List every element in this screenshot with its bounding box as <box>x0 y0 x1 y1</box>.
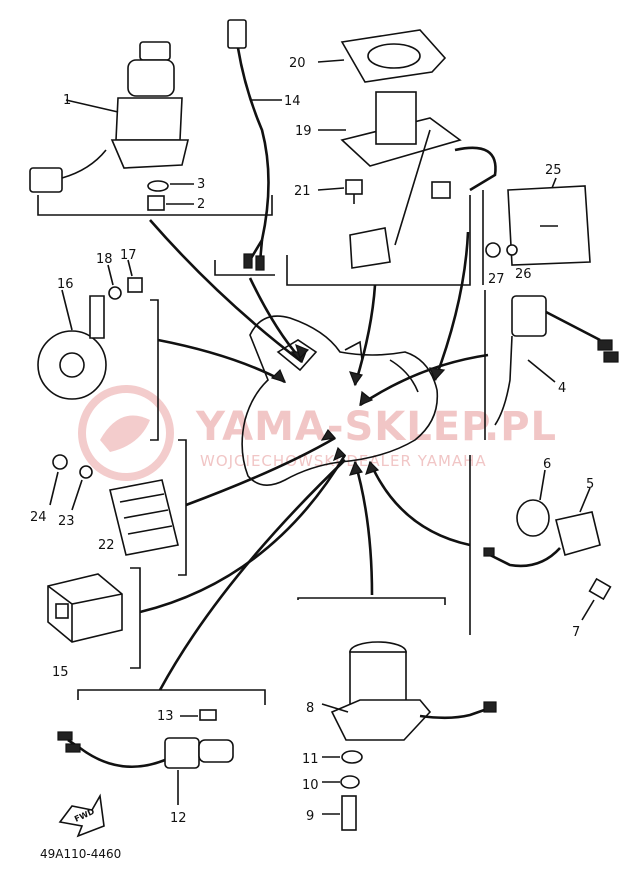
part-bolt-9-drawing <box>322 795 357 831</box>
part-number-3: 3 <box>197 177 205 192</box>
part-number-7: 7 <box>572 625 580 640</box>
forward-arrow: FWD <box>58 793 105 838</box>
part-number-24: 24 <box>30 510 47 525</box>
part-o-ring-drawing <box>516 469 550 537</box>
part-screw-2-drawing <box>147 195 194 211</box>
part-main-switch-drawing <box>29 41 190 193</box>
part-number-11: 11 <box>302 752 319 767</box>
part-number-20: 20 <box>289 56 306 71</box>
frame-assembly <box>241 315 439 486</box>
part-lead-wire-drawing <box>227 19 282 271</box>
group-brackets <box>37 190 486 705</box>
part-screw-17-drawing <box>127 259 143 293</box>
part-washer-10-drawing <box>322 775 360 789</box>
part-number-9: 9 <box>306 809 314 824</box>
part-number-14: 14 <box>284 94 301 109</box>
part-number-26: 26 <box>515 267 532 282</box>
part-number-19: 19 <box>295 124 312 139</box>
part-washer-11-drawing <box>322 750 363 764</box>
part-number-13: 13 <box>157 709 174 724</box>
part-number-5: 5 <box>586 477 594 492</box>
part-neutral-switch-drawing <box>494 295 619 426</box>
wire-leaders <box>139 219 489 691</box>
part-number-15: 15 <box>52 665 69 680</box>
part-washer-26-drawing <box>506 244 518 256</box>
part-gasket-drawing <box>317 29 447 83</box>
watermark-title: YAMA-SKLEP.PL <box>195 404 557 450</box>
part-number-27: 27 <box>488 272 505 287</box>
part-switch-8-drawing <box>321 641 497 741</box>
part-screw-21-drawing <box>317 179 363 204</box>
part-number-17: 17 <box>120 248 137 263</box>
part-number-18: 18 <box>96 252 113 267</box>
part-fuel-sender-drawing <box>318 91 497 269</box>
part-screw-13-drawing <box>180 709 217 721</box>
part-horn-drawing <box>37 289 107 400</box>
part-number-22: 22 <box>98 538 115 553</box>
part-washer-23-drawing <box>71 465 93 511</box>
part-nut-24-drawing <box>49 454 68 506</box>
part-sensor-drawing <box>483 487 601 568</box>
part-number-8: 8 <box>306 701 314 716</box>
part-number-23: 23 <box>58 514 75 529</box>
part-number-1: 1 <box>63 93 71 108</box>
part-number-labels: 1 2 3 4 5 6 7 8 9 10 11 12 13 14 15 16 1… <box>30 56 594 826</box>
part-pickup-drawing <box>57 731 234 805</box>
part-number-10: 10 <box>302 778 319 793</box>
part-number-12: 12 <box>170 811 187 826</box>
diagram-code: 49A110-4460 <box>40 847 121 861</box>
part-number-6: 6 <box>543 457 551 472</box>
part-number-2: 2 <box>197 197 205 212</box>
watermark: YAMA-SKLEP.PL WOJCIECHOWSKI DEALER YAMAH… <box>78 385 557 481</box>
part-nut-27-drawing <box>485 242 501 258</box>
part-number-4: 4 <box>558 381 566 396</box>
part-reflector-22-drawing <box>109 479 179 556</box>
part-nut-18-drawing <box>107 264 122 300</box>
part-number-25: 25 <box>545 163 562 178</box>
part-reflector-25-drawing <box>507 177 591 266</box>
part-number-21: 21 <box>294 184 311 199</box>
part-washer-drawing <box>147 180 194 192</box>
part-relay-drawing <box>47 573 123 643</box>
part-screw-7-drawing <box>581 577 612 621</box>
part-number-16: 16 <box>57 277 74 292</box>
